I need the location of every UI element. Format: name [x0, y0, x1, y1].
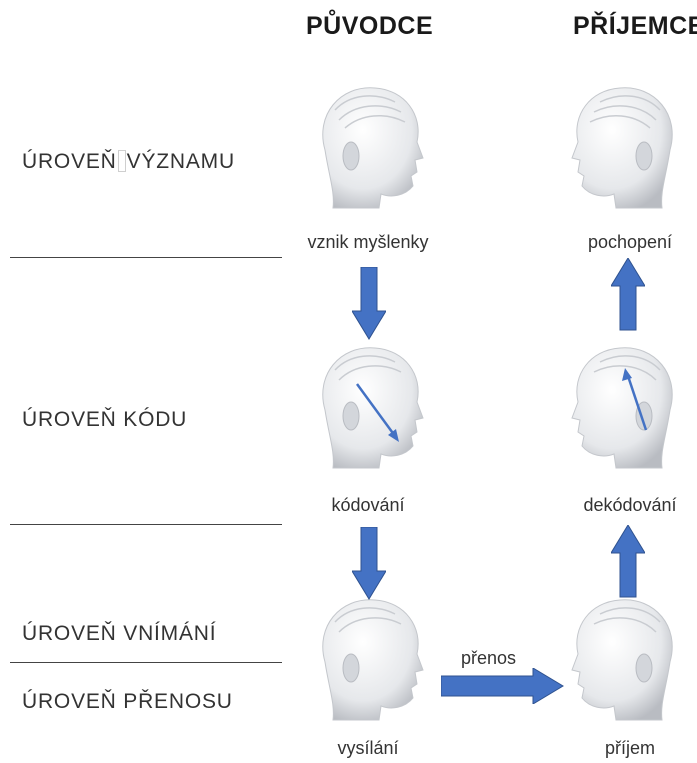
arrow-up-receiving-to-decoding	[611, 525, 645, 599]
text-cursor-marker	[118, 150, 126, 172]
sender-head-code	[305, 340, 425, 470]
arrow-down-thought-to-encoding	[352, 267, 386, 341]
level-transmission-label: ÚROVEŇ PŘENOSU	[22, 690, 233, 714]
step-decoding-label: dekódování	[545, 495, 697, 516]
step-encoding-label: kódování	[283, 495, 453, 516]
transfer-label: přenos	[461, 648, 516, 669]
separator-line	[10, 662, 282, 663]
arrow-down-encoding-to-sending	[352, 527, 386, 601]
level-perception-label: ÚROVEŇ VNÍMÁNÍ	[22, 622, 216, 646]
receiver-head-meaning	[570, 80, 690, 210]
step-understanding-label: pochopení	[545, 232, 697, 253]
receiver-head-code	[570, 340, 690, 470]
head-facing-right-icon	[305, 80, 425, 210]
head-facing-right-icon	[305, 340, 425, 470]
head-facing-left-icon	[570, 80, 690, 210]
separator-line	[10, 257, 282, 258]
arrow-up-decoding-to-understanding	[611, 258, 645, 332]
step-receiving-label: příjem	[545, 738, 697, 759]
level-meaning-word-2: VÝZNAMU	[127, 150, 235, 173]
step-sending-label: vysílání	[283, 738, 453, 759]
level-meaning-word-1: ÚROVEŇ	[22, 150, 117, 173]
receiver-column-title: PŘÍJEMCE	[573, 12, 697, 41]
sender-column-title: PŮVODCE	[306, 12, 433, 41]
arrow-right-transfer	[441, 668, 565, 704]
separator-line	[10, 524, 282, 525]
head-facing-right-icon	[305, 592, 425, 722]
receiver-head-transmission	[570, 592, 690, 722]
head-facing-left-icon	[570, 592, 690, 722]
sender-head-transmission	[305, 592, 425, 722]
level-code-label: ÚROVEŇ KÓDU	[22, 408, 187, 432]
level-meaning-label: ÚROVEŇ VÝZNAMU	[22, 150, 235, 174]
sender-head-meaning	[305, 80, 425, 210]
head-facing-left-icon	[570, 340, 690, 470]
step-thought-label: vznik myšlenky	[283, 232, 453, 253]
